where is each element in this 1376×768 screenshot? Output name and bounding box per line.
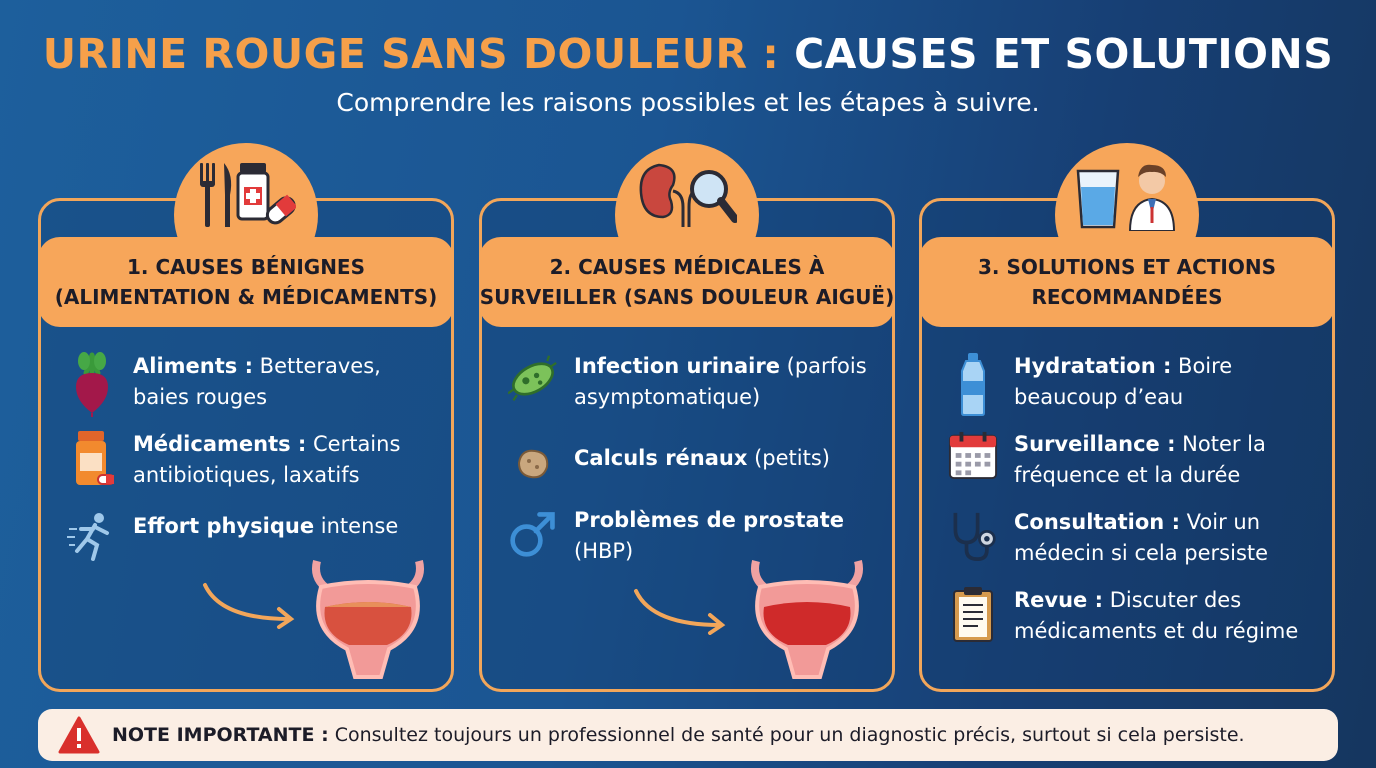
card-benign-causes: 1. CAUSES BÉNIGNES (ALIMENTATION & MÉDIC… — [38, 143, 454, 692]
title-part1: URINE ROUGE SANS DOULEUR : — [42, 30, 780, 78]
card-header: 1. CAUSES BÉNIGNES (ALIMENTATION & MÉDIC… — [38, 237, 454, 327]
fork-knife-icon — [200, 163, 296, 227]
item-text: (HBP) — [574, 539, 634, 563]
warning-icon — [58, 716, 100, 754]
page-subtitle: Comprendre les raisons possibles et les … — [336, 88, 1040, 117]
card-solutions: 3. SOLUTIONS ET ACTIONS RECOMMANDÉES Hyd… — [919, 143, 1335, 692]
item-label: Calculs rénaux — [574, 446, 748, 470]
item-label: Consultation : — [1014, 510, 1180, 534]
note-label: NOTE IMPORTANTE : — [112, 724, 329, 746]
medicine-bottle-icon — [236, 163, 270, 221]
item-label: Revue : — [1014, 588, 1104, 612]
card-title-line1: 1. CAUSES BÉNIGNES — [127, 255, 365, 279]
title-part2: CAUSES ET SOLUTIONS — [794, 30, 1334, 78]
male-symbol-icon — [510, 512, 555, 557]
item-text: intense — [314, 514, 399, 538]
water-glass-icon — [1076, 164, 1176, 231]
magnifier-icon — [690, 170, 737, 223]
item-text: Noter la fréquence et la durée — [1014, 432, 1266, 487]
running-person-icon — [67, 513, 109, 561]
bacteria-icon — [508, 355, 557, 402]
list-item: Consultation : Voir un médecin si cela p… — [948, 507, 1320, 569]
item-label: Médicaments : — [133, 432, 307, 456]
list-item: Médicaments : Certains antibiotiques, la… — [67, 429, 439, 491]
list-item: Hydratation : Boire beaucoup d’eau — [948, 351, 1320, 416]
item-text: (petits) — [747, 446, 830, 470]
important-note: NOTE IMPORTANTE : Consultez toujours un … — [38, 709, 1338, 761]
arrow-icon — [634, 589, 726, 635]
clipboard-icon — [953, 587, 993, 642]
item-text: Voir un médecin si cela persiste — [1014, 510, 1269, 565]
page-title: URINE ROUGE SANS DOULEUR : CAUSES ET SOL… — [0, 30, 1376, 78]
item-label: Aliments : — [133, 354, 253, 378]
list-item: Effort physique intense — [67, 511, 439, 567]
card-header: 2. CAUSES MÉDICALES À SURVEILLER (SANS D… — [479, 237, 895, 327]
list-item: Problèmes de prostate (HBP) — [508, 505, 880, 567]
item-text: Certains antibiotiques, laxatifs — [133, 432, 401, 487]
kidney-icon — [639, 163, 737, 227]
note-text: Consultez toujours un professionnel de s… — [334, 724, 1245, 746]
card-header: 3. SOLUTIONS ET ACTIONS RECOMMANDÉES — [919, 237, 1335, 327]
item-label: Problèmes de prostate — [574, 508, 844, 532]
card-title-line1: 2. CAUSES MÉDICALES À — [549, 255, 825, 279]
calendar-icon — [948, 431, 998, 480]
list-item: Infection urinaire (parfois asymptomatiq… — [508, 351, 880, 413]
pill-bottle-icon — [76, 431, 114, 485]
card-title-line2: SURVEILLER (SANS DOULEUR AIGUË) — [479, 285, 895, 309]
item-label: Surveillance : — [1014, 432, 1176, 456]
kidney-stone-icon — [517, 449, 549, 479]
item-text: Betteraves, baies rouges — [133, 354, 381, 409]
item-text: Discuter des médicaments et du régime — [1014, 588, 1299, 643]
beet-icon — [76, 352, 108, 417]
item-text: Boire beaucoup d’eau — [1014, 354, 1233, 409]
arrow-icon — [203, 583, 295, 629]
card-title-line2: (ALIMENTATION & MÉDICAMENTS) — [54, 285, 438, 309]
water-bottle-icon — [961, 353, 985, 416]
list-item: Aliments : Betteraves, baies rouges — [67, 351, 439, 417]
item-text: (parfois asymptomatique) — [574, 354, 867, 409]
stethoscope-icon — [953, 512, 996, 562]
item-label: Hydratation : — [1014, 354, 1172, 378]
item-label: Infection urinaire — [574, 354, 780, 378]
doctor-icon — [1128, 164, 1176, 231]
item-label: Effort physique — [133, 514, 315, 538]
bladder-icon — [751, 560, 863, 679]
bladder-icon — [312, 560, 424, 679]
card-medical-causes: 2. CAUSES MÉDICALES À SURVEILLER (SANS D… — [479, 143, 895, 692]
pill-icon — [265, 194, 296, 225]
list-item: Surveillance : Noter la fréquence et la … — [948, 429, 1320, 491]
list-item: Revue : Discuter des médicaments et du r… — [948, 585, 1320, 647]
card-title-line2: RECOMMANDÉES — [1031, 285, 1223, 309]
list-item: Calculs rénaux (petits) — [508, 443, 880, 499]
card-title-line1: 3. SOLUTIONS ET ACTIONS — [978, 255, 1276, 279]
